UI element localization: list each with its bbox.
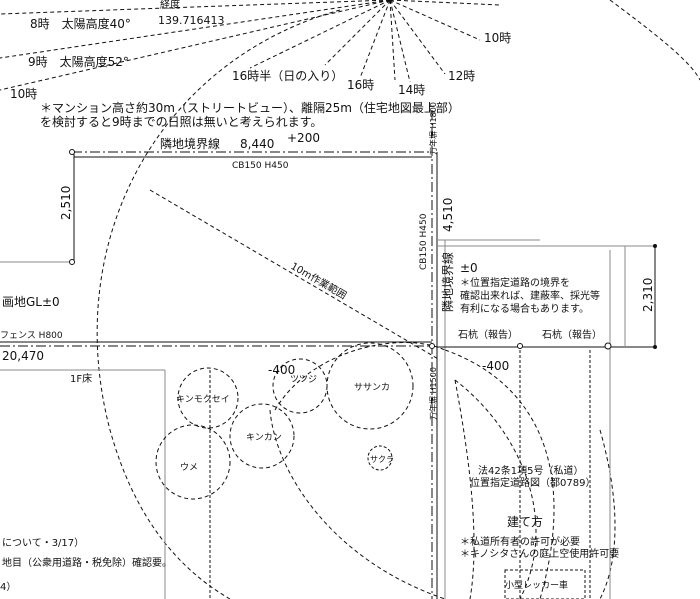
dim-right-v: 4,510 bbox=[441, 198, 455, 232]
stake-marker-1 bbox=[517, 343, 523, 349]
tree-label-kinmokusei: キンモクセイ bbox=[176, 394, 230, 405]
work-arc-right bbox=[444, 349, 555, 599]
tree-sakura bbox=[367, 445, 393, 471]
note-shade-line1: ＊マンション高さ約30m（ストリートビュー）、離隔25m（住宅地図最上部） bbox=[40, 100, 460, 115]
dim-top: 8,440 bbox=[240, 137, 274, 151]
stake-2: 石杭（報告） bbox=[542, 328, 602, 341]
work-arc-bottom bbox=[269, 409, 446, 599]
sun-16half: 16時半（日の入り） bbox=[232, 69, 343, 83]
sun-12: 12時 bbox=[448, 69, 475, 83]
ray-c bbox=[389, 0, 501, 6]
dim-bottom-left: 20,470 bbox=[2, 349, 44, 363]
manji-h1500: 万年塀 H1500 bbox=[428, 367, 438, 420]
road-law1: 法42条1項5号（私道） bbox=[478, 464, 583, 477]
cb-right: CB150 H450 bbox=[419, 213, 429, 270]
ray-8 bbox=[0, 0, 391, 15]
small-car: 小型レッカー車 bbox=[505, 579, 568, 591]
arc-far-right bbox=[599, 429, 616, 599]
ray-12 bbox=[389, 0, 446, 75]
dim-left: 2,510 bbox=[59, 186, 73, 220]
edge-4: 4） bbox=[0, 581, 16, 593]
work-arc-inner2 bbox=[454, 379, 475, 599]
ray-b bbox=[389, 0, 396, 81]
first-floor: 1F床 bbox=[70, 372, 92, 385]
work-range-line bbox=[149, 189, 441, 361]
minus400-a: -400 bbox=[268, 363, 295, 377]
dim-2310: 2,310 bbox=[641, 278, 655, 312]
build-title: 建て方 bbox=[507, 514, 543, 529]
note-road-line1: ＊位置指定道路の境界を bbox=[460, 276, 570, 289]
build-line2: ＊キノシタさんの庭上空使用許可要 bbox=[460, 547, 619, 560]
trees bbox=[155, 342, 414, 500]
boundary-top-label: 隣地境界線 bbox=[160, 136, 220, 151]
work-arc-inner bbox=[454, 379, 537, 599]
corner-marker-bl bbox=[69, 259, 75, 265]
dim-2310-dot-top bbox=[653, 244, 657, 248]
tree-kinmokusei bbox=[177, 367, 239, 429]
tree-label-tsutsuji: ツツジ bbox=[290, 375, 317, 385]
road-law2: 位置指定道路図（都0789） bbox=[470, 476, 595, 489]
boundary-right-label: 隣地境界線 bbox=[440, 252, 455, 312]
ray-a bbox=[324, 0, 391, 66]
longitude-label: 経度 bbox=[160, 0, 180, 11]
arc-top-right bbox=[609, 0, 700, 81]
ray-14 bbox=[389, 0, 411, 83]
plus-200: +200 bbox=[287, 131, 320, 145]
sun-14: 14時 bbox=[398, 83, 425, 97]
stake-marker-2 bbox=[604, 342, 612, 350]
tree-sasanka bbox=[326, 342, 414, 430]
site-gl: 画地GL±0 bbox=[2, 295, 60, 309]
plus-minus-0: ±0 bbox=[460, 261, 478, 275]
tree-label-ume: ウメ bbox=[180, 462, 198, 473]
note-land: 地目（公衆用道路・税免除）確認要。 bbox=[2, 556, 172, 569]
build-line1: ＊私道所有者の許可が必要 bbox=[460, 535, 580, 548]
work-range-label: 10m作業範囲 bbox=[289, 259, 350, 301]
ray-16 bbox=[359, 0, 391, 79]
longitude-value: 139.716413 bbox=[158, 14, 224, 27]
note-road-line2: 確認出来れば、建蔽率、採光等 bbox=[460, 289, 600, 302]
sun-16: 16時 bbox=[347, 78, 374, 92]
large-arc-left bbox=[96, 9, 341, 599]
note-shade-line2: を検討すると9時までの日照は無いと考えられます。 bbox=[40, 114, 322, 129]
tree-label-sasanka: ササンカ bbox=[354, 382, 390, 393]
site-boundaries bbox=[0, 110, 655, 599]
sun-8: 8時 太陽高度40° bbox=[30, 16, 131, 31]
fence-label: フェンス H800 bbox=[0, 331, 63, 341]
dim-2310-dot-bottom bbox=[653, 345, 657, 349]
corner-marker-tl bbox=[69, 149, 75, 155]
minus400-b: -400 bbox=[482, 359, 509, 373]
small-car-box bbox=[504, 569, 586, 599]
ray-9 bbox=[0, 0, 391, 59]
sun-10-right: 10時 bbox=[484, 31, 511, 45]
sun-10-left: 10時 bbox=[10, 87, 37, 101]
sun-9: 9時 太陽高度52° bbox=[28, 54, 129, 69]
ray-10-right bbox=[389, 0, 481, 41]
tree-kinkan bbox=[229, 403, 295, 469]
tree-ume bbox=[155, 424, 231, 500]
corner-marker-center bbox=[429, 343, 435, 349]
tree-label-sakura: サクラ bbox=[370, 455, 394, 464]
stake-1: 石杭（報告） bbox=[458, 328, 518, 341]
manji-h1800: 万年塀 H1800 bbox=[428, 102, 438, 155]
ray-16half bbox=[249, 0, 391, 69]
note-about: について・3/17） bbox=[2, 537, 84, 549]
tree-label-kinkan: キンカン bbox=[246, 432, 282, 443]
note-road-line3: 有利になる場合もあります。 bbox=[460, 302, 589, 315]
cb-top: CB150 H450 bbox=[232, 161, 289, 171]
